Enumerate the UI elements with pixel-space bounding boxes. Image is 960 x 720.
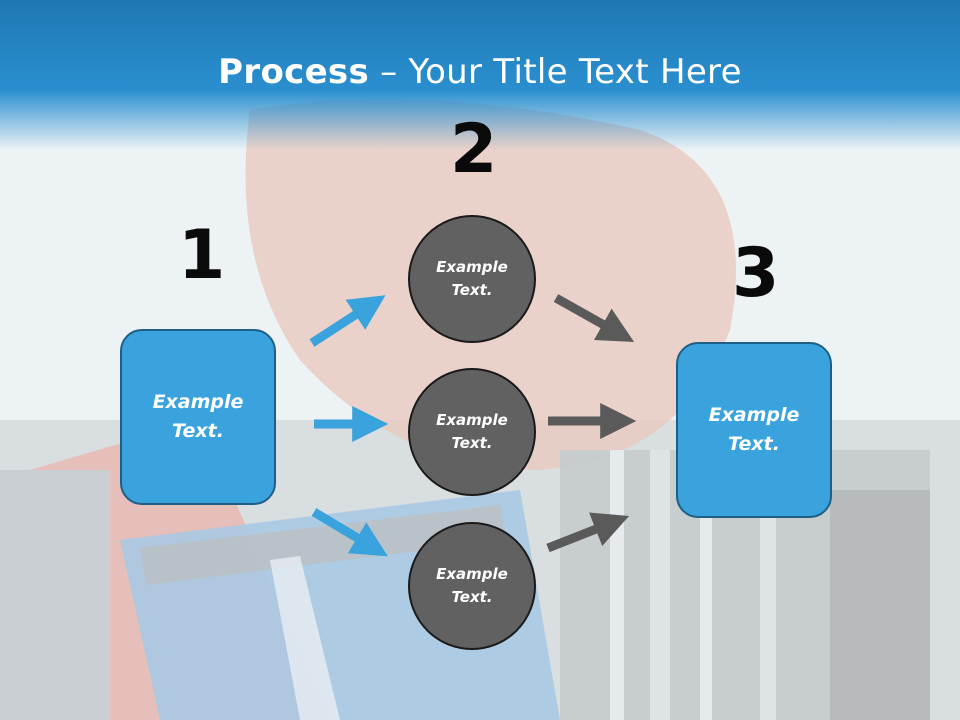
header-band (0, 0, 960, 150)
step-box-3-line1: Example (708, 404, 800, 426)
step-box-1-line1: Example (152, 391, 244, 413)
title-bold: Process (218, 52, 370, 92)
circle-middle-line1: Example (436, 411, 508, 429)
circle-bottom-line2: Text. (451, 588, 493, 606)
step-number-1: 1 (178, 216, 226, 295)
title-rest: – Your Title Text Here (369, 52, 742, 92)
arrow-circle-top-to-3 (553, 294, 635, 342)
circle-bottom-line1: Example (436, 565, 508, 583)
step-number-3: 3 (732, 234, 780, 313)
arrow-1-to-circle-bottom (311, 508, 388, 557)
arrow-1-to-circle-top (309, 295, 386, 347)
slide-title: Process – Your Title Text Here (0, 52, 960, 92)
circle-middle-line2: Text. (451, 434, 493, 452)
circle-top-line2: Text. (451, 281, 493, 299)
step-number-2: 2 (450, 110, 498, 189)
arrow-circle-bottom-to-3 (546, 512, 630, 553)
circle-top-line1: Example (436, 258, 508, 276)
step-box-1-line2: Text. (172, 420, 224, 442)
step-box-3-line2: Text. (728, 433, 780, 455)
